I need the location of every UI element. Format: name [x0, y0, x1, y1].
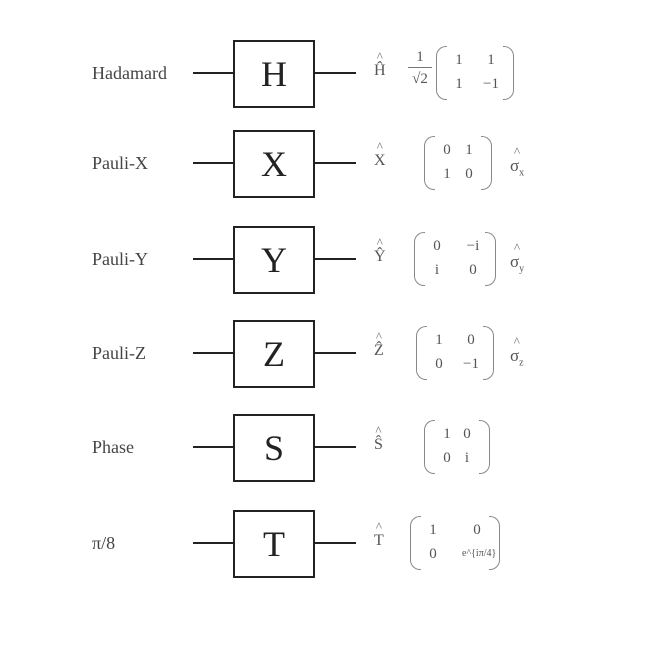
matrix-cell: 0: [443, 142, 451, 158]
gate-matrix: 0 −i i 0: [414, 232, 496, 286]
input-wire: [193, 72, 234, 74]
sigma-base: σ: [510, 346, 520, 365]
matrix-cell: i: [434, 262, 440, 278]
pauli-sigma: σ^ y: [510, 241, 525, 275]
gate-name-label: π/8: [92, 533, 116, 553]
matrix-cell: 1: [465, 142, 473, 158]
matrix-cell: 1: [443, 426, 451, 442]
sigma-base: σ: [510, 156, 520, 175]
operator-symbol: Ẑ^: [374, 329, 384, 359]
sigma-subscript: x: [519, 167, 525, 179]
operator-symbol: Ŝ^: [374, 423, 383, 453]
gate-symbol: T: [263, 524, 285, 564]
gate-matrix: 1 0 0 −1: [416, 326, 494, 380]
sigma-hat: ^: [514, 144, 521, 159]
operator-symbol: Ŷ^: [374, 235, 386, 265]
matrix-cell: 1: [429, 522, 437, 538]
gate-symbol: H: [261, 54, 287, 94]
operator-hat: ^: [376, 49, 383, 64]
matrix-cell: −i: [466, 238, 480, 254]
operator-symbol: X^: [374, 139, 386, 169]
gate-box: Z: [233, 320, 315, 388]
gate-symbol: S: [263, 428, 285, 468]
gate-matrix: 1 0 0 e^{iπ/4}: [410, 516, 500, 570]
matrix-cell: 1: [455, 52, 463, 68]
matrix-cell: 0: [465, 166, 473, 182]
prefactor-numerator: 1: [416, 49, 424, 65]
gate-box: S: [233, 414, 315, 482]
operator-hat: ^: [375, 423, 382, 438]
gate-symbol: Z: [263, 334, 285, 374]
sigma-hat: ^: [513, 334, 520, 349]
output-wire: [313, 446, 356, 448]
matrix-cell: 0: [429, 546, 437, 562]
operator-hat: ^: [375, 329, 382, 344]
gate-symbol: Y: [261, 240, 287, 280]
gate-name-label: Pauli-X: [92, 153, 148, 173]
operator-symbol: T^: [374, 519, 384, 549]
gate-row: π/8 T T^ 1 0 0 e^{iπ/4}: [0, 508, 648, 578]
gate-matrix: 1 1 1 −1: [436, 46, 514, 100]
gate-box: Y: [233, 226, 315, 294]
input-wire: [193, 542, 234, 544]
output-wire: [313, 258, 356, 260]
fraction-bar: [408, 67, 432, 68]
gate-name-label: Pauli-Y: [92, 249, 148, 269]
input-wire: [193, 258, 234, 260]
prefactor-denominator: √2: [412, 71, 428, 87]
gate-box: T: [233, 510, 315, 578]
output-wire: [313, 72, 356, 74]
pauli-sigma: σ^ x: [510, 145, 525, 179]
operator-hat: ^: [375, 519, 382, 534]
matrix-cell: 0: [473, 522, 481, 538]
input-wire: [193, 446, 234, 448]
gate-name-label: Phase: [92, 437, 134, 457]
sigma-subscript: y: [519, 263, 525, 275]
gate-name-label: Pauli-Z: [92, 343, 146, 363]
operator-symbol: Ĥ^: [374, 49, 386, 79]
output-wire: [313, 542, 356, 544]
matrix-cell: 0: [467, 332, 475, 348]
gate-symbol: X: [261, 144, 287, 184]
output-wire: [313, 352, 356, 354]
gate-box: X: [233, 130, 315, 198]
matrix-prefactor: 1√2: [406, 48, 434, 89]
matrix-cell: 1: [487, 52, 495, 68]
input-wire: [193, 352, 234, 354]
pauli-sigma: σ^ z: [510, 335, 524, 369]
output-wire: [313, 162, 356, 164]
operator-hat: ^: [376, 235, 383, 250]
matrix-cell: −1: [463, 356, 479, 372]
matrix-cell: 0: [435, 356, 443, 372]
gate-name-label: Hadamard: [92, 63, 167, 83]
matrix-cell: 0: [433, 238, 441, 254]
matrix-cell: 0: [463, 426, 471, 442]
matrix-cell: e^{iπ/4}: [462, 548, 497, 559]
matrix-cell: −1: [483, 76, 499, 92]
matrix-cell: 0: [469, 262, 477, 278]
matrix-cell: i: [464, 450, 470, 466]
sigma-base: σ: [510, 252, 520, 271]
matrix-cell: 1: [455, 76, 463, 92]
matrix-cell: 1: [443, 166, 451, 182]
operator-hat: ^: [376, 139, 383, 154]
sigma-hat: ^: [514, 240, 521, 255]
matrix-cell: 0: [443, 450, 451, 466]
matrix-cell: 1: [435, 332, 443, 348]
input-wire: [193, 162, 234, 164]
sigma-subscript: z: [519, 357, 524, 369]
gate-box: H: [233, 40, 315, 108]
